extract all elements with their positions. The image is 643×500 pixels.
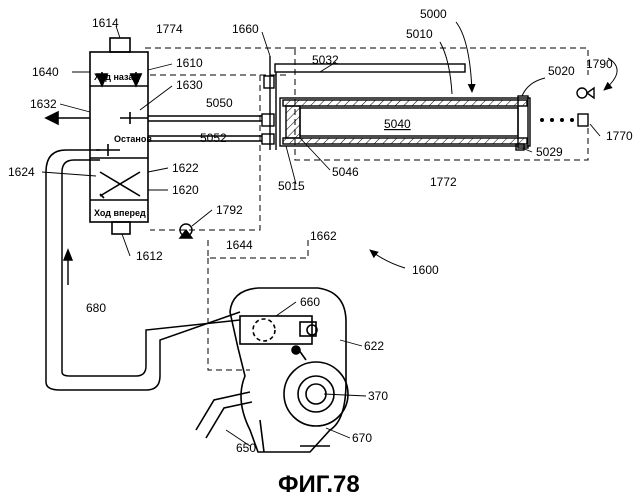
valve-sensor-icon [180, 224, 192, 238]
ref-1790: 1790 [586, 57, 613, 71]
ref-5000: 5000 [420, 7, 447, 21]
ref-1770: 1770 [606, 129, 633, 143]
ref-5029: 5029 [536, 145, 563, 159]
ref-5040: 5040 [384, 117, 411, 131]
ref-1630: 1630 [176, 78, 203, 92]
ref-1792: 1792 [216, 203, 243, 217]
valve-label-reverse: Ход назад [94, 72, 139, 82]
ref-1660: 1660 [232, 22, 259, 36]
ref-1600-arrow [370, 250, 405, 268]
ref-680: 680 [86, 301, 106, 315]
ref-5046: 5046 [332, 165, 359, 179]
ref-622: 622 [364, 339, 384, 353]
ref-1600: 1600 [412, 263, 439, 277]
ref-1614: 1614 [92, 16, 119, 30]
dotted-extension [540, 118, 574, 122]
ref-5050: 5050 [206, 96, 233, 110]
hose-680 [46, 150, 240, 390]
outlet-arrow [46, 112, 90, 124]
ref-1632: 1632 [30, 97, 57, 111]
ref-1644: 1644 [226, 238, 253, 252]
ref-370: 370 [368, 389, 388, 403]
ref-1662: 1662 [310, 229, 337, 243]
ref-1620: 1620 [172, 183, 199, 197]
ref-5010: 5010 [406, 27, 433, 41]
valve-label-forward: Ход вперед [94, 208, 146, 218]
ref-1624: 1624 [8, 165, 35, 179]
ref-1610: 1610 [176, 56, 203, 70]
ref-660: 660 [300, 295, 320, 309]
ref-5015: 5015 [278, 179, 305, 193]
ref-5032: 5032 [312, 53, 339, 67]
ref-5020: 5020 [548, 64, 575, 78]
ref-1774: 1774 [156, 22, 183, 36]
sensor-icon [577, 88, 594, 126]
figure-caption: ФИГ.78 [278, 471, 360, 498]
ref-5052: 5052 [200, 131, 227, 145]
ref-1640: 1640 [32, 65, 59, 79]
valve-label-stop: Останов [114, 134, 152, 144]
cylinder-assembly [262, 56, 530, 150]
ref-1772: 1772 [430, 175, 457, 189]
ref-1622: 1622 [172, 161, 199, 175]
ref-1612: 1612 [136, 249, 163, 263]
ref-670: 670 [352, 431, 372, 445]
flow-arrow-icon [64, 250, 72, 285]
